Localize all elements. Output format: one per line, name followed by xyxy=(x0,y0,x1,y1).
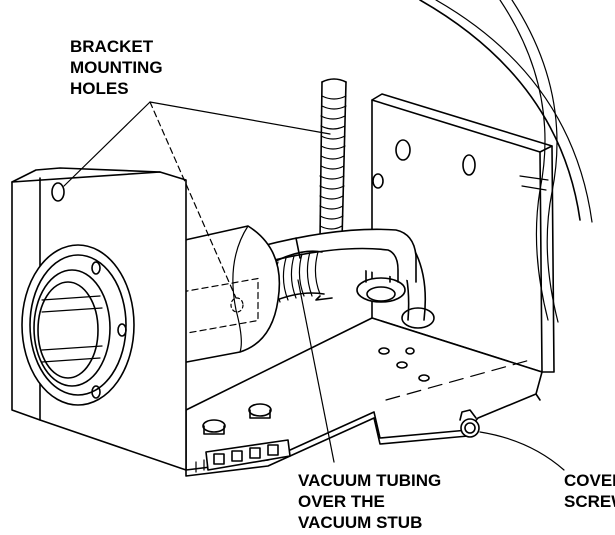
leader-bracket-right xyxy=(149,101,331,135)
corrugated-hose xyxy=(319,78,347,241)
cover-screw xyxy=(459,409,480,438)
leader-bracket-left xyxy=(63,101,151,187)
bracket-hole-left xyxy=(51,182,65,202)
leader-bracket-hidden xyxy=(149,101,237,299)
leader-lines xyxy=(63,101,565,471)
thin-cable xyxy=(499,0,559,323)
round-port xyxy=(21,244,135,406)
leader-cover-screw xyxy=(479,431,565,471)
leader-vacuum xyxy=(297,279,335,463)
fittings xyxy=(202,403,272,435)
vacuum-tubing-label: VACUUM TUBING OVER THE VACUUM STUB xyxy=(298,471,442,532)
wall-hole-3 xyxy=(372,173,384,189)
hidden-mounting-hole xyxy=(230,297,244,313)
wall-hole-2 xyxy=(462,154,476,176)
wall-hole xyxy=(395,139,411,161)
rigid-tube xyxy=(261,228,417,283)
cover-screw-label: COVER SCREW xyxy=(564,471,615,511)
housing-arc xyxy=(419,0,593,223)
canister xyxy=(175,225,281,365)
terminal-block xyxy=(195,439,291,473)
bracket-mounting-holes-label: BRACKET MOUNTING HOLES xyxy=(70,37,163,98)
